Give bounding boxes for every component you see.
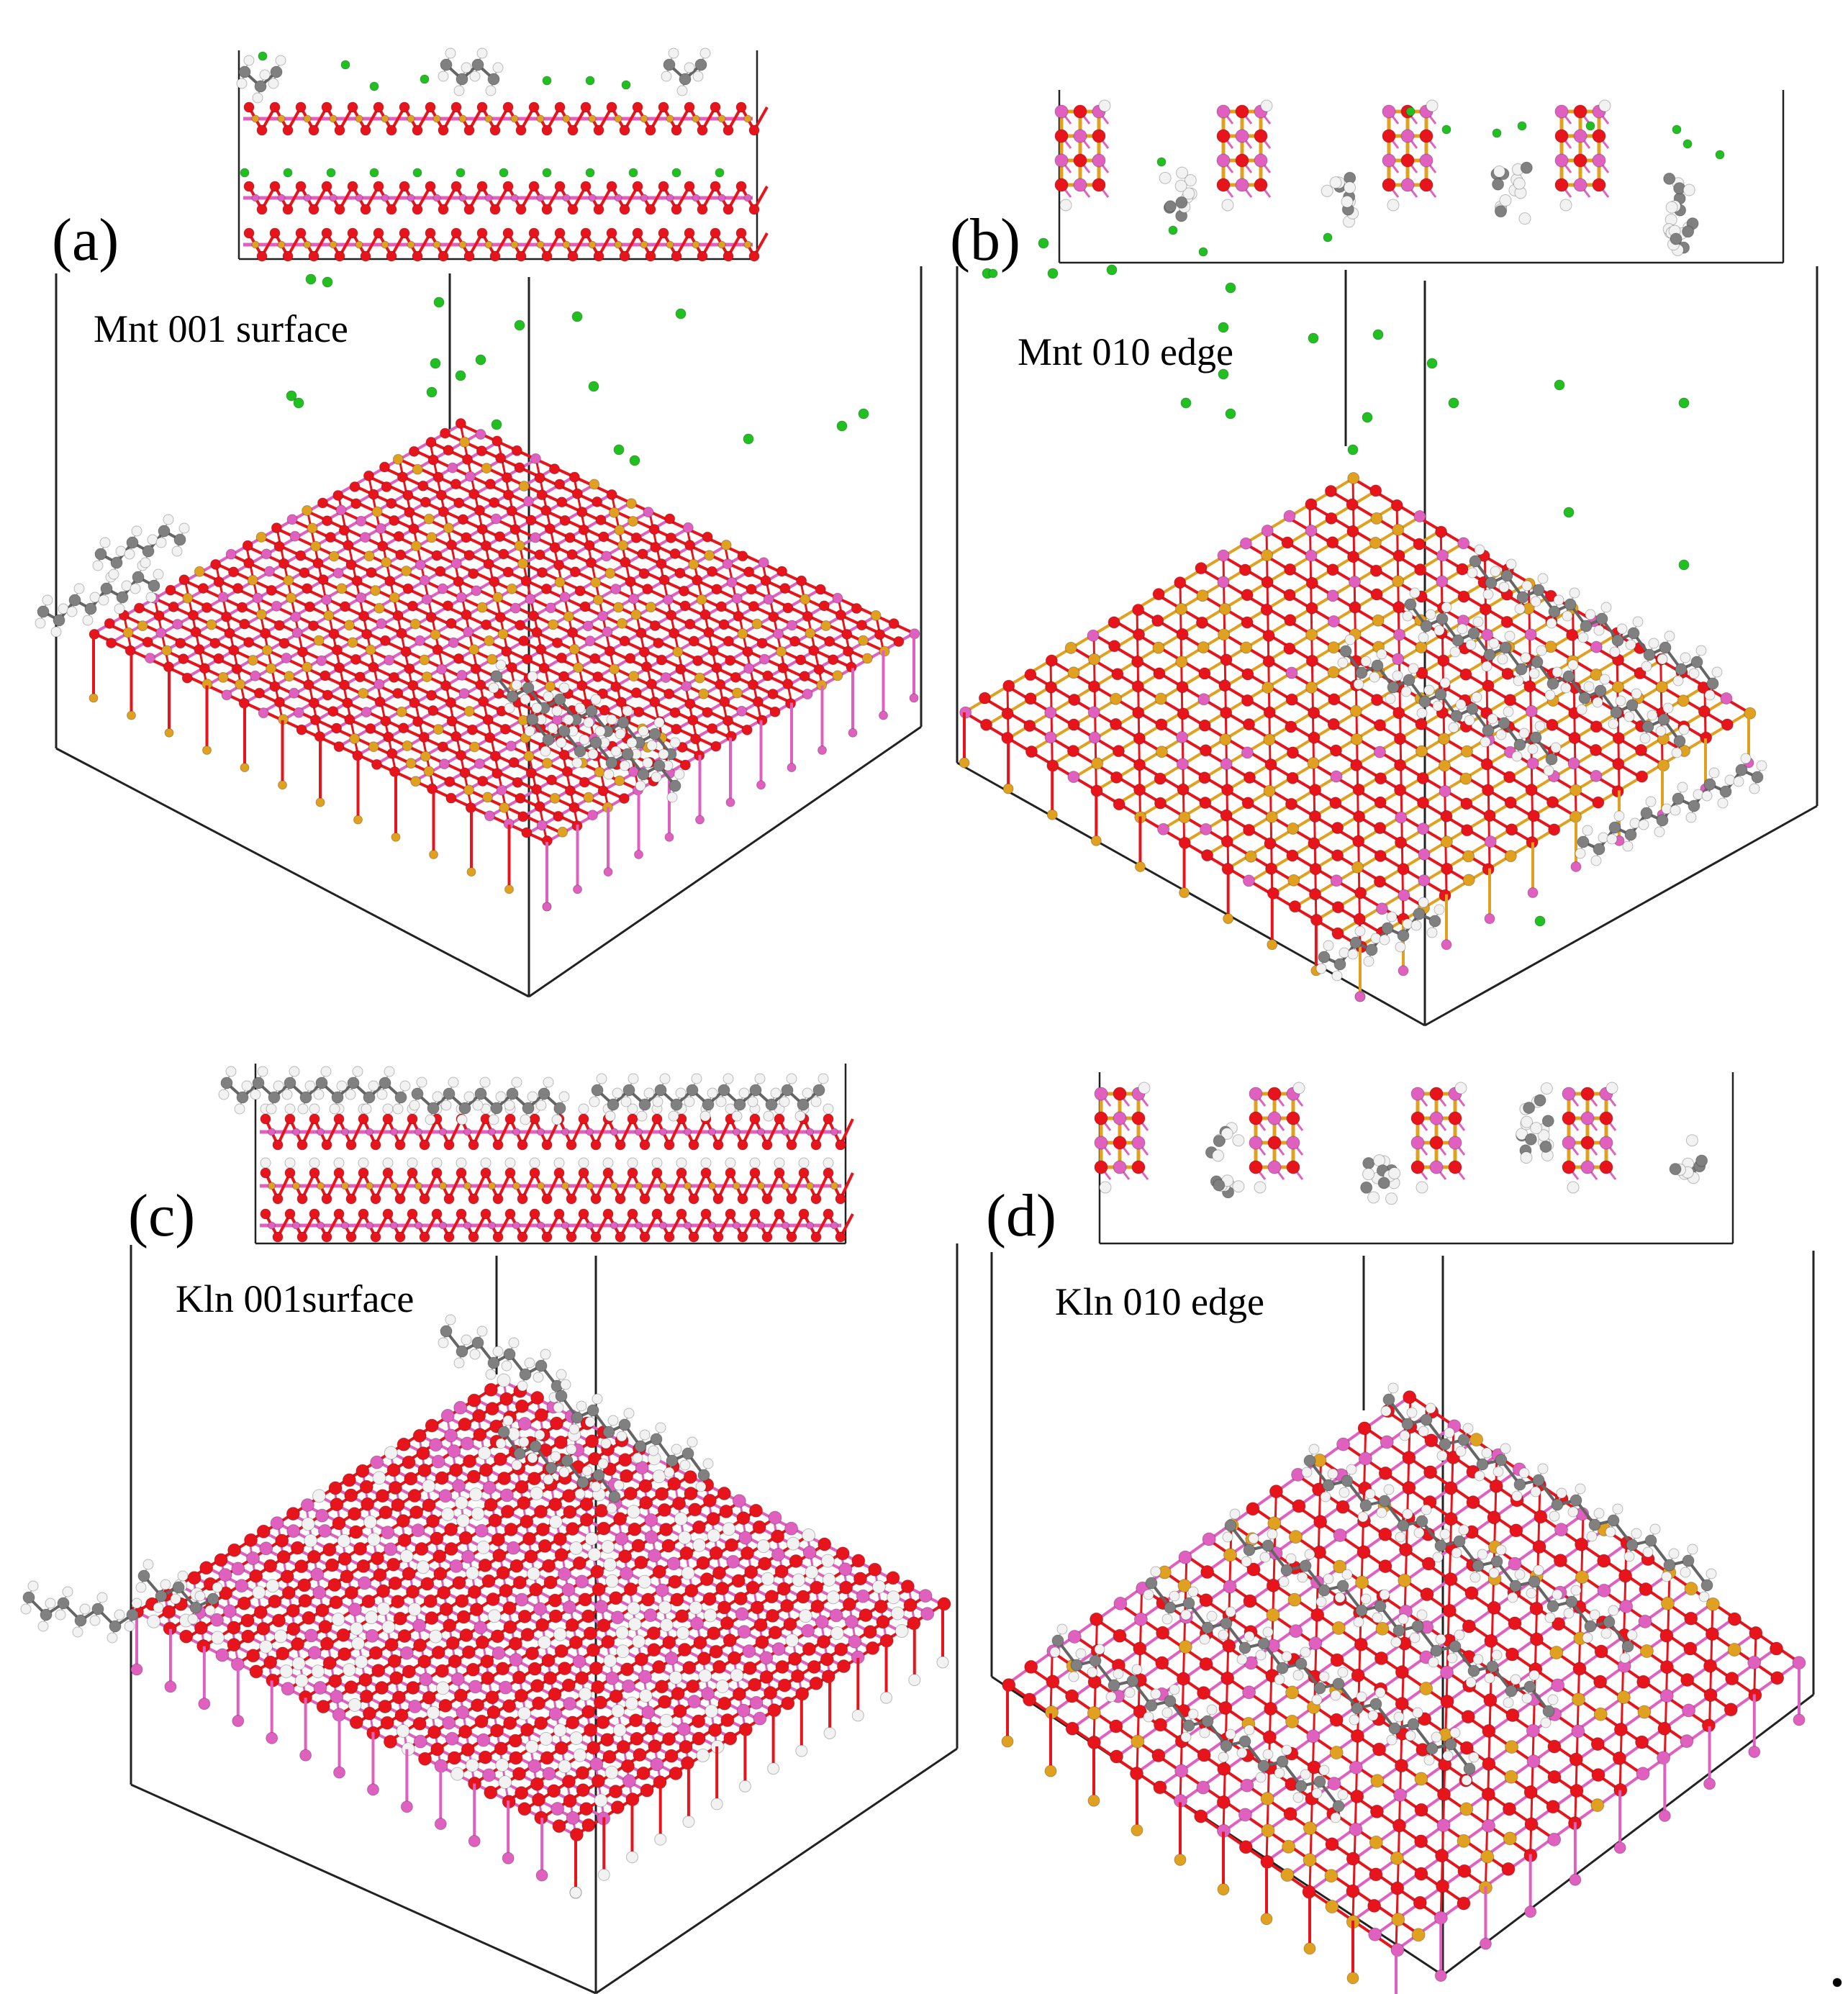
panel-c-box <box>130 1243 959 1994</box>
panel-a-chains <box>35 514 685 803</box>
panel-b-title: Mnt 010 edge <box>1018 330 1233 373</box>
panel-d-inset <box>1094 1072 1734 1245</box>
panel-a-inset <box>236 47 769 262</box>
panel-c-inset <box>218 1064 854 1245</box>
corner-dot <box>1832 1977 1842 1988</box>
panel-a-label: (a) <box>52 207 119 273</box>
panel-a-title: Mnt 001 surface <box>94 307 348 350</box>
panel-a-cations <box>286 237 1229 466</box>
panel-b-inset <box>988 90 1785 278</box>
panel-a-box <box>55 266 923 998</box>
panel-c-chains <box>20 1314 714 1644</box>
panel-d-chains <box>1049 1382 1717 1823</box>
panel-a-slab <box>89 417 920 912</box>
panel-d-title: Kln 010 edge <box>1055 1280 1264 1323</box>
panel-c-title: Kln 001surface <box>176 1277 415 1320</box>
panel-b-label: (b) <box>950 207 1020 273</box>
panel-b-chains <box>1315 544 1767 982</box>
panel-c-label: (c) <box>128 1182 196 1249</box>
panel-c-slab <box>130 1373 951 1899</box>
panel-b-cations <box>982 268 1690 927</box>
panel-d-label: (d) <box>986 1182 1056 1249</box>
panel-d-slab <box>1001 1390 1806 1994</box>
panel-b-slab <box>959 472 1757 1002</box>
